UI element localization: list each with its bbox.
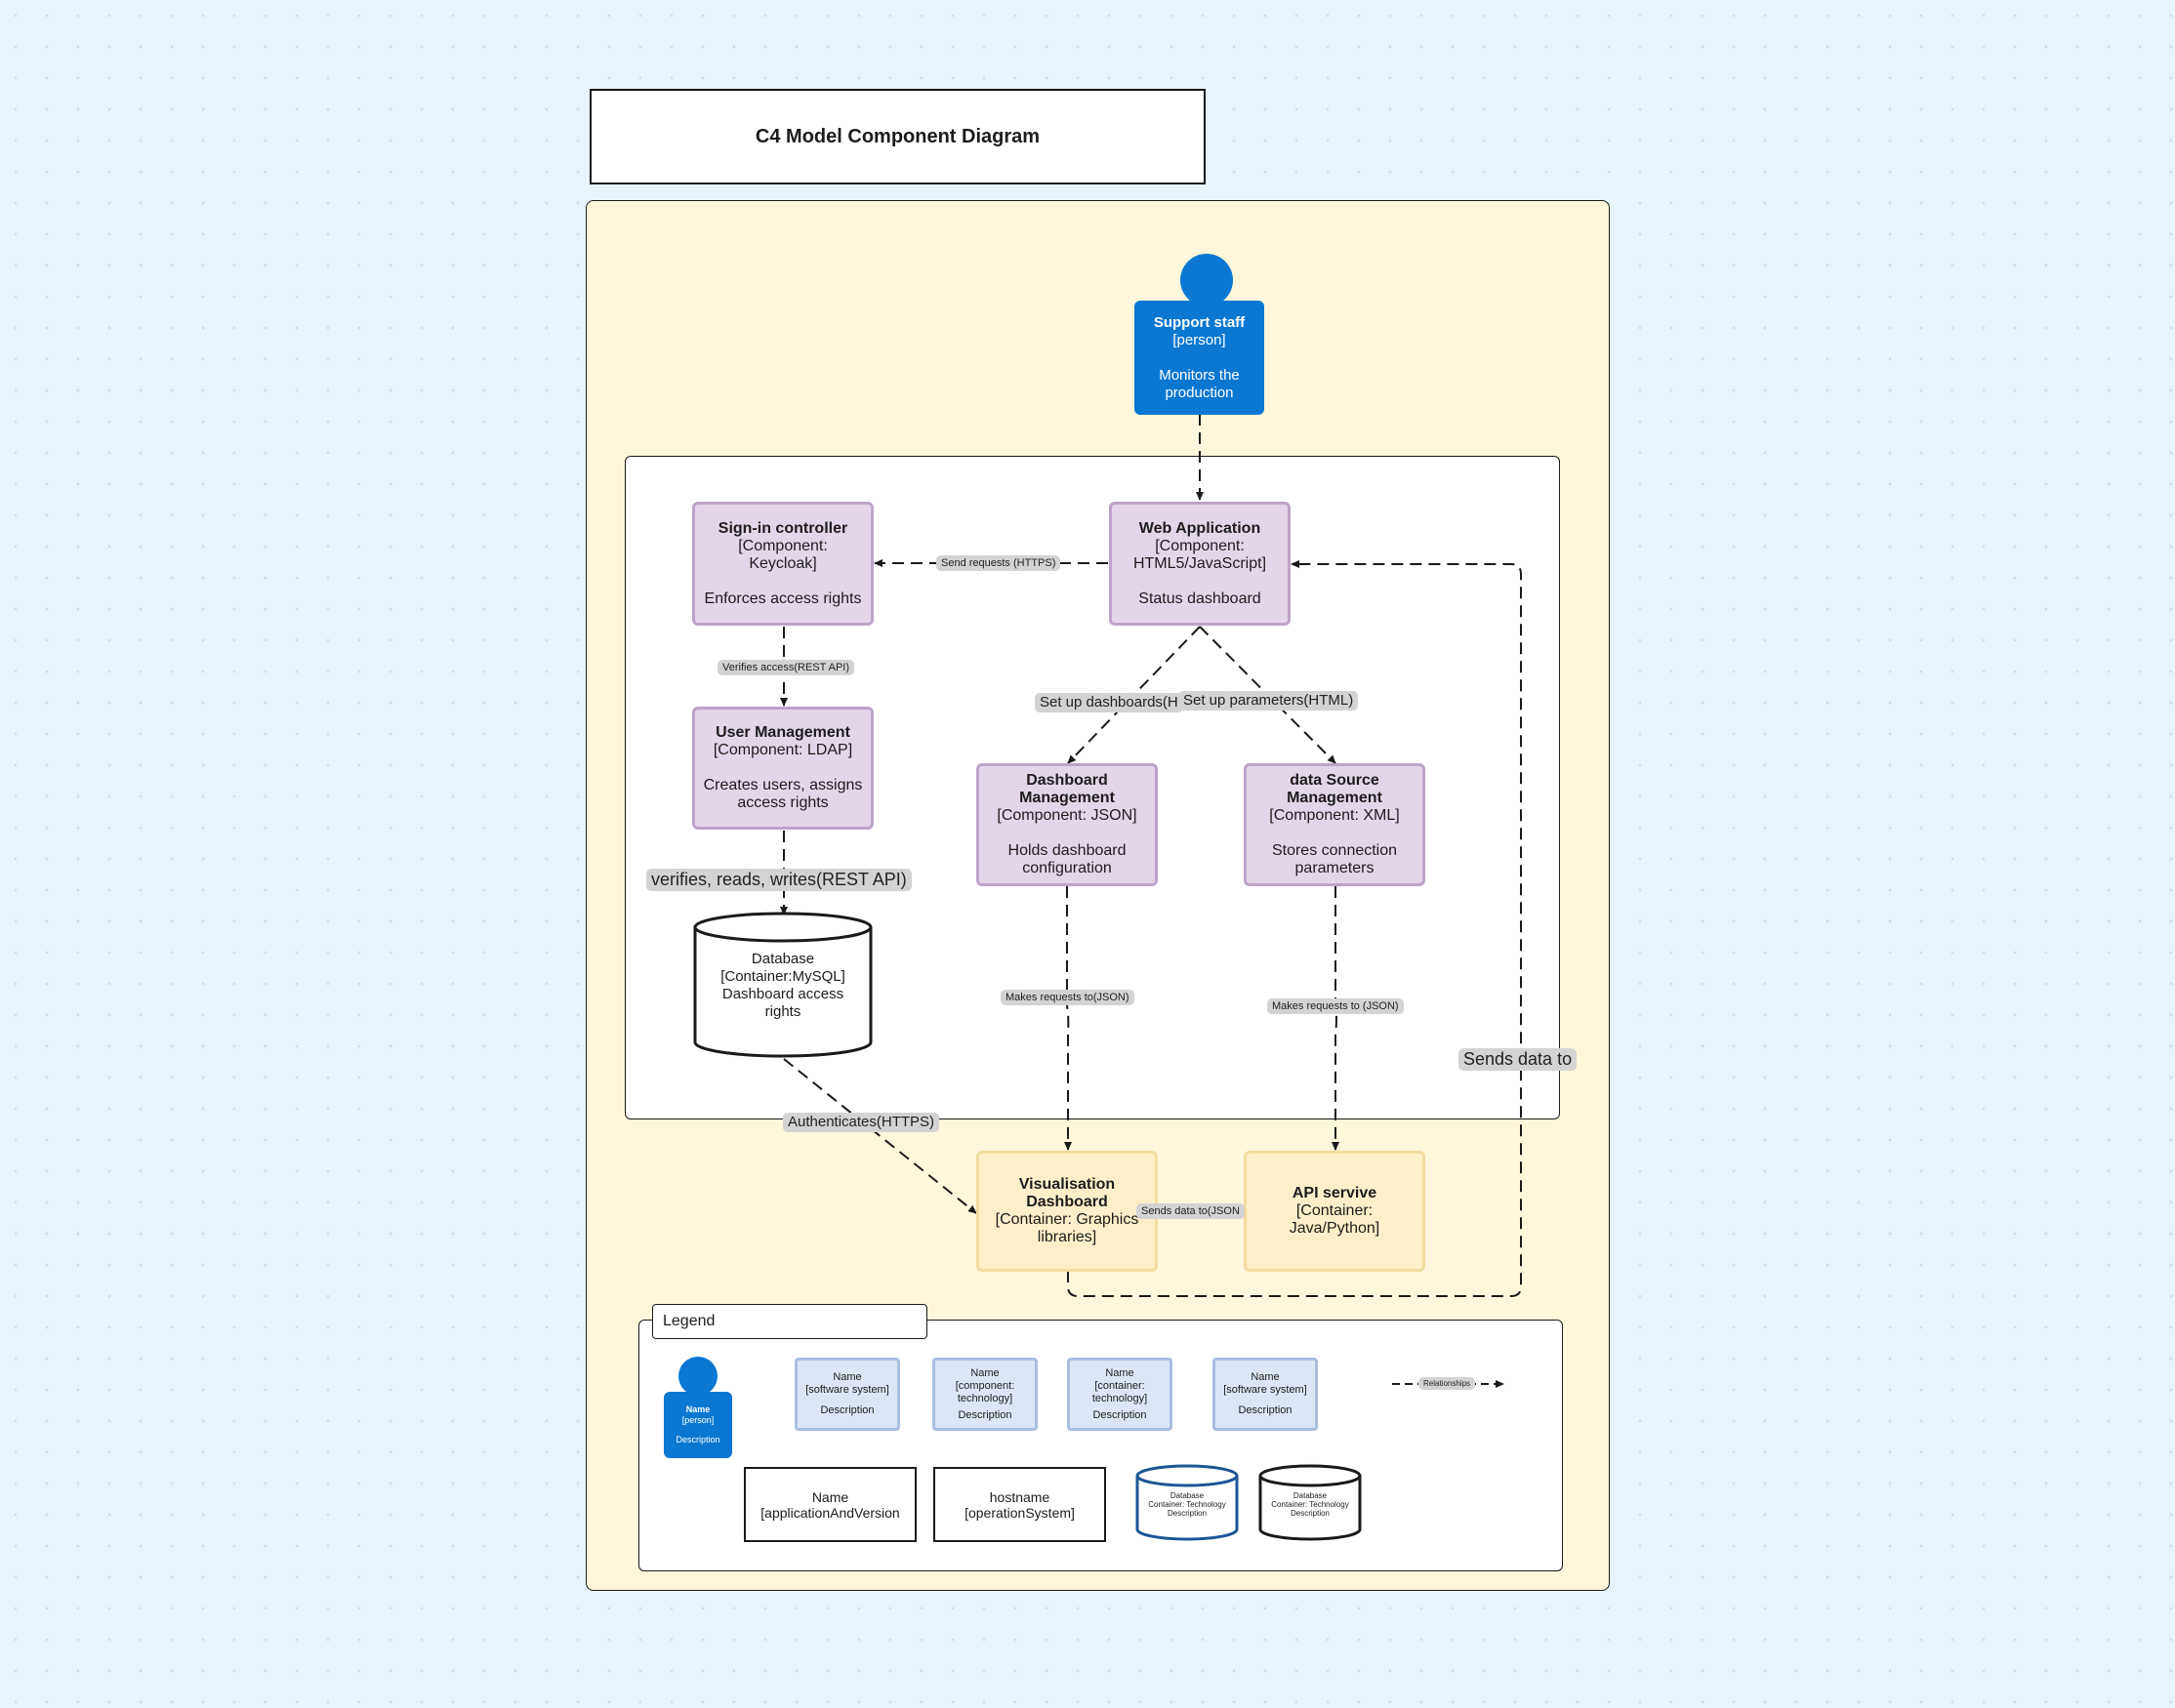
edge-dashboardmgmt-to-vis [1064,886,1072,1151]
component-signin-controller[interactable]: Sign-in controller [Component: Keycloak]… [692,502,874,626]
person-type: [person] [1172,331,1226,348]
edge-label-set-dashboards: Set up dashboards(H [1035,693,1183,712]
legend-person-type: [person] [681,1415,715,1425]
database-name: Database [751,951,815,967]
legend-person: Name [person] Description [664,1392,732,1458]
component-datasource-management[interactable]: data Source Management [Component: XML] … [1244,763,1425,886]
component-name: Web Application [1138,519,1261,537]
legend-box-name: Name [1105,1366,1134,1379]
component-name: Dashboard Management [1019,772,1115,806]
edge-vis-to-webapp-loop [1067,560,1522,1297]
component-description: Creates users, assigns access rights [703,777,863,811]
person-head-icon [1180,254,1233,306]
legend-db-type: Container: Technology [1148,1500,1226,1509]
legend-box-name: Name [1251,1371,1280,1383]
component-name: User Management [716,724,850,741]
edge-label-verifies-access: Verifies access(REST API) [718,660,855,675]
legend-person-name: Name [685,1404,711,1414]
legend-node-type: [operationSystem] [964,1504,1075,1521]
component-description: Status dashboard [1138,590,1261,607]
legend-box-description: Description [1238,1404,1293,1416]
database-mysql[interactable]: Database [Container:MySQL] Dashboard acc… [705,951,861,1021]
container-visualisation-dashboard[interactable]: Visualisation Dashboard [Container: Grap… [976,1151,1158,1272]
legend-database-black: Database Container: Technology Descripti… [1261,1491,1359,1518]
person-name: Support staff [1153,313,1246,331]
edge-label-verifies-reads-writes: verifies, reads, writes(REST API) [646,869,912,891]
container-type: [Container: Java/Python] [1289,1202,1380,1237]
legend-box-name: Name [970,1366,1000,1379]
component-description: Enforces access rights [704,590,862,607]
person-description: Monitors the production [1159,366,1240,401]
component-type: [Component: JSON] [997,807,1137,824]
edge-database-to-vis [783,1058,977,1214]
legend-db-name: Database [1170,1491,1205,1500]
legend-node-type: [applicationAndVersion [760,1504,900,1521]
diagram-title: C4 Model Component Diagram [590,89,1206,184]
database-description: Dashboard access rights [721,986,844,1020]
legend-container: Name [container: technology] Description [1067,1358,1172,1431]
component-name: data Source Management [1287,772,1382,806]
component-type: [Component: HTML5/JavaScript] [1132,537,1267,572]
legend-node-application: Name [applicationAndVersion [744,1467,917,1542]
legend-node-hostname: hostname [operationSystem] [933,1467,1106,1542]
component-dashboard-management[interactable]: Dashboard Management [Component: JSON] H… [976,763,1158,886]
component-description: Holds dashboard configuration [1007,842,1127,876]
container-api-service[interactable]: API servive [Container: Java/Python] [1244,1151,1425,1272]
edge-label-send-requests: Send requests (HTTPS) [936,555,1061,571]
legend-db-description: Description [1290,1509,1330,1518]
component-type: [Component: Keycloak] [738,537,828,572]
component-type: [Component: XML] [1269,807,1400,824]
legend-box-description: Description [820,1404,875,1416]
component-name: Sign-in controller [718,519,848,537]
legend-db-type: Container: Technology [1271,1500,1349,1509]
component-type: [Component: LDAP] [713,742,853,758]
legend-software-system-2: Name [software system] Description [1212,1358,1318,1431]
edge-label-sends-data-to: Sends data to [1458,1048,1578,1071]
container-name: Visualisation Dashboard [1018,1176,1116,1210]
edge-label-makes-requests-json: Makes requests to(JSON) [1001,990,1134,1005]
legend-software-system: Name [software system] Description [795,1358,900,1431]
component-web-application[interactable]: Web Application [Component: HTML5/JavaSc… [1109,502,1291,626]
component-user-management[interactable]: User Management [Component: LDAP] Create… [692,707,874,830]
legend-relationships-label: Relationships [1418,1377,1476,1390]
edge-label-set-parameters: Set up parameters(HTML) [1178,691,1359,711]
legend-node-name: hostname [989,1488,1050,1505]
person-support-staff[interactable]: Support staff [person] Monitors the prod… [1134,301,1264,415]
legend-box-description: Description [1092,1408,1147,1421]
legend-component: Name [component: technology] Description [932,1358,1038,1431]
legend-box-type: [container: technology] [1091,1379,1148,1404]
component-description: Stores connection parameters [1271,842,1398,876]
legend-box-type: [component: technology] [955,1379,1015,1404]
legend-db-name: Database [1293,1491,1328,1500]
edge-label-sends-data-json: Sends data to(JSON [1136,1203,1245,1219]
database-type: [Container:MySQL] [720,968,845,985]
edge-label-makes-requests-json-2: Makes requests to (JSON) [1267,998,1404,1014]
container-type: [Container: Graphics libraries] [995,1211,1139,1245]
legend-box-name: Name [833,1371,862,1383]
legend-database-blue: Database Container: Technology Descripti… [1138,1491,1236,1518]
legend-box-type: [software system] [1223,1384,1307,1396]
legend-person-description: Description [676,1435,720,1444]
container-name: API servive [1292,1185,1377,1201]
legend-node-name: Name [811,1488,849,1505]
legend-box-description: Description [958,1408,1012,1421]
edge-label-authenticates: Authenticates(HTTPS) [783,1113,940,1132]
legend-db-description: Description [1167,1509,1207,1518]
legend-title: Legend [652,1304,927,1339]
legend-person-head-icon [678,1357,718,1396]
legend-box-type: [software system] [805,1384,889,1396]
